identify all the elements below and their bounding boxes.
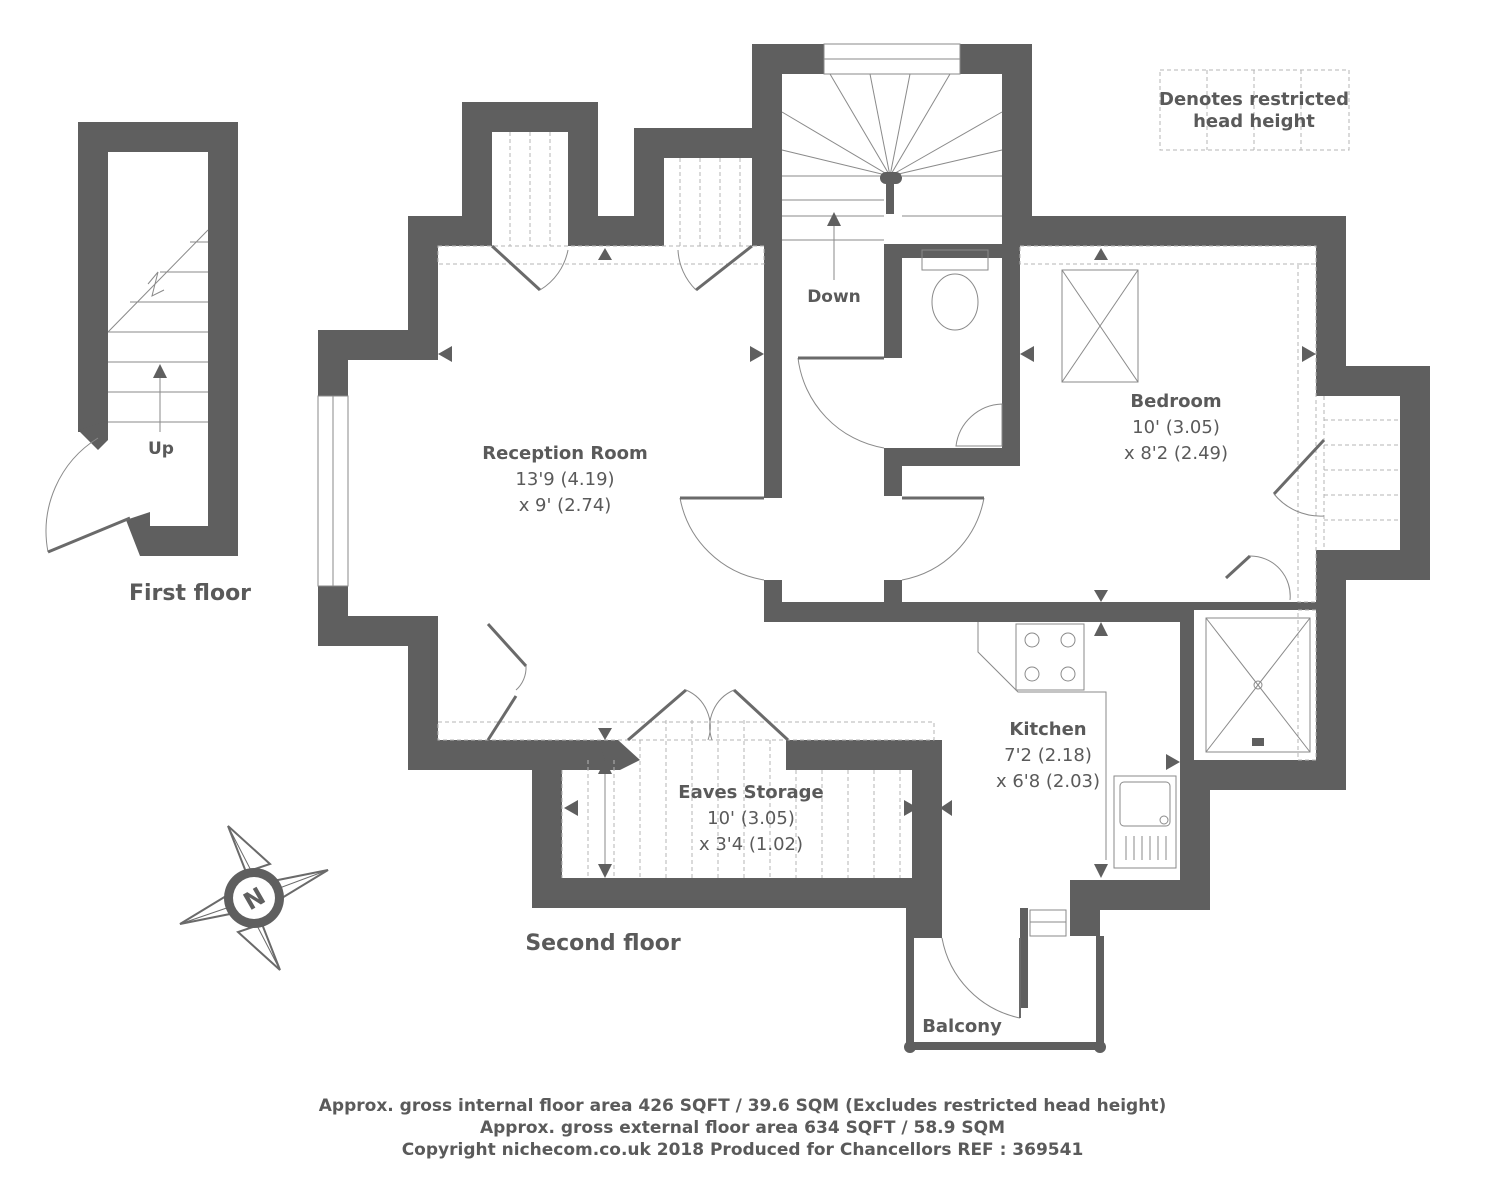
- shower-tray: [1205, 617, 1311, 753]
- first-floor-stairs: [107, 229, 209, 423]
- eaves-name: Eaves Storage: [678, 782, 823, 803]
- reception-name: Reception Room: [482, 443, 647, 464]
- compass-icon: N: [179, 825, 329, 971]
- kitchen-fittings: [977, 622, 1177, 869]
- footer-line-1: Approx. gross internal floor area 426 SQ…: [318, 1096, 1167, 1116]
- room-label-bedroom: Bedroom 10' (3.05) x 8'2 (2.49): [1124, 391, 1228, 464]
- balcony-label: Balcony: [922, 1016, 1002, 1037]
- bedroom-skylight: [1061, 269, 1139, 383]
- room-label-kitchen: Kitchen 7'2 (2.18) x 6'8 (2.03): [996, 719, 1100, 792]
- second-floor-walls: [318, 44, 1430, 1053]
- reception-dim2: x 9' (2.74): [519, 495, 612, 516]
- eaves-dim1: 10' (3.05): [707, 808, 795, 829]
- windows: [317, 43, 961, 587]
- first-floor-up-label: Up: [148, 439, 174, 459]
- room-label-eaves: Eaves Storage 10' (3.05) x 3'4 (1.02): [678, 782, 823, 855]
- stairs-down-label: Down: [807, 287, 861, 307]
- room-label-reception: Reception Room 13'9 (4.19) x 9' (2.74): [482, 443, 647, 516]
- second-floor-stairs: Down: [781, 73, 1003, 307]
- bedroom-name: Bedroom: [1130, 391, 1221, 412]
- first-floor-plan: Up First floor: [45, 122, 251, 606]
- bedroom-dim2: x 8'2 (2.49): [1124, 443, 1228, 464]
- dimension-arrows: [438, 248, 1316, 878]
- legend-line1: Denotes restricted: [1159, 89, 1349, 110]
- legend-line2: head height: [1193, 111, 1315, 132]
- footer-line-3: Copyright nichecom.co.uk 2018 Produced f…: [401, 1140, 1084, 1160]
- wc-door-swing: [797, 357, 885, 449]
- bedroom-dim1: 10' (3.05): [1132, 417, 1220, 438]
- second-floor-label: Second floor: [525, 931, 681, 956]
- reception-dim1: 13'9 (4.19): [515, 469, 614, 490]
- kitchen-name: Kitchen: [1009, 719, 1086, 740]
- wc-room: [797, 249, 1003, 449]
- first-floor-label: First floor: [129, 581, 251, 606]
- restricted-height-zones: [437, 132, 1400, 878]
- footer-line-2: Approx. gross external floor area 634 SQ…: [479, 1118, 1005, 1138]
- kitchen-dim1: 7'2 (2.18): [1004, 745, 1092, 766]
- eaves-dim2: x 3'4 (1.02): [699, 834, 803, 855]
- restricted-height-legend: Denotes restricted head height: [1159, 69, 1350, 151]
- doors: [486, 244, 1326, 1019]
- first-floor-door-swing: [45, 437, 99, 553]
- kitchen-dim2: x 6'8 (2.03): [996, 771, 1100, 792]
